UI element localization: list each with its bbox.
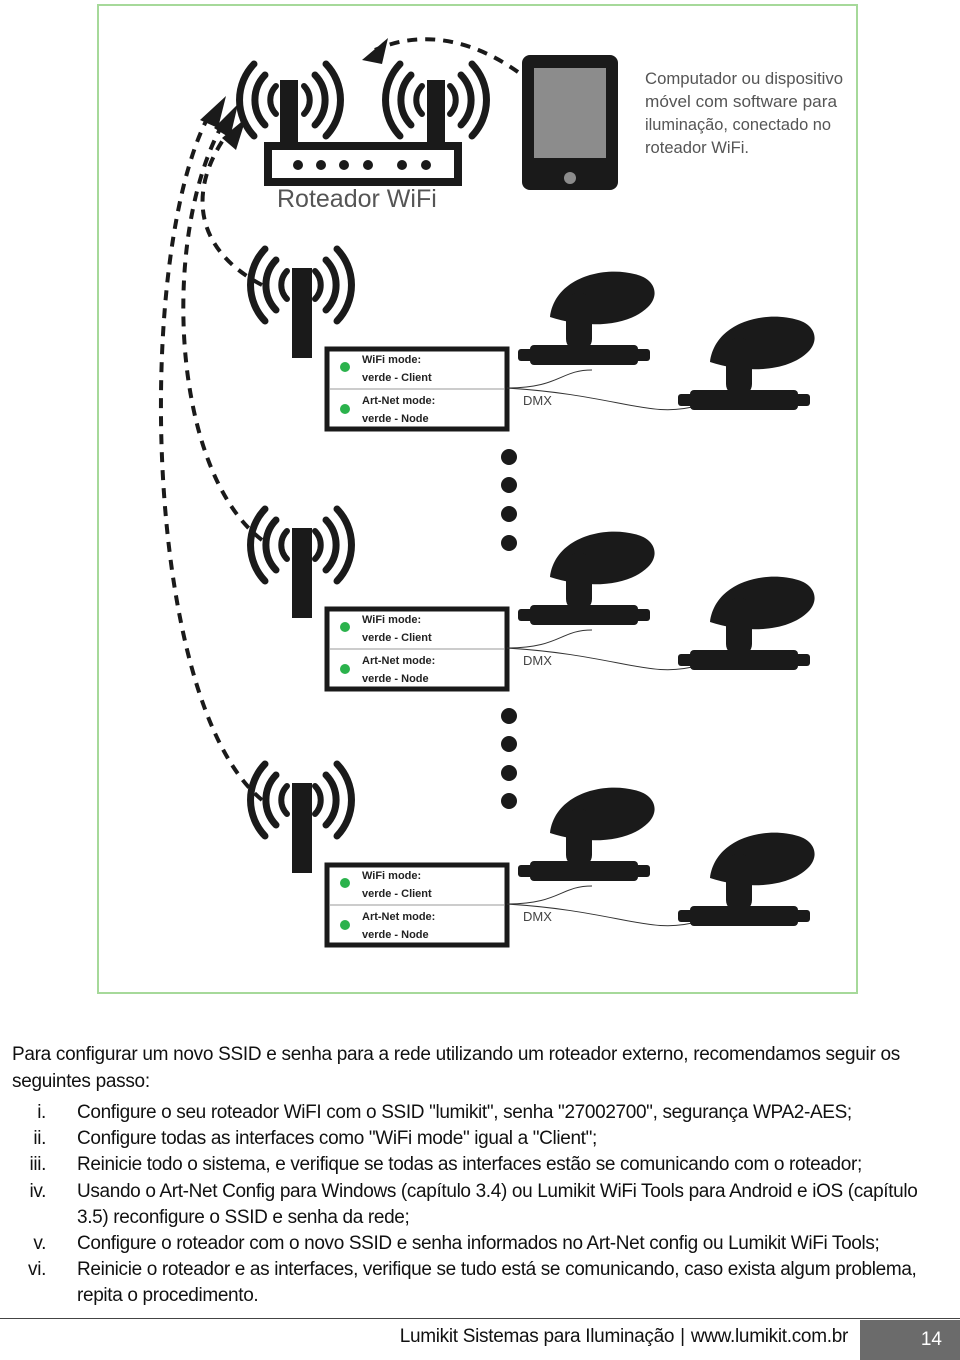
- wifi-mode-value: verde - Client: [362, 372, 432, 384]
- dmx-label: DMX: [523, 393, 552, 408]
- moving-head-icon: [678, 832, 815, 926]
- artnet-mode-label: Art-Net mode:: [362, 655, 435, 667]
- arrowhead-icon: [222, 118, 246, 150]
- arrowhead-icon: [200, 96, 226, 128]
- step-text: Configure o seu roteador WiFI com o SSID…: [77, 1102, 852, 1123]
- continuation-dots-icon: [501, 449, 517, 551]
- step-text: Configure o roteador com o novo SSID e s…: [77, 1233, 880, 1255]
- dashed-link-arrow: [158, 108, 264, 802]
- list-item: v. Configure o roteador com o novo SSID e…: [12, 1231, 947, 1257]
- router-label: Roteador WiFi: [277, 185, 437, 213]
- step-number: vi.: [28, 1259, 46, 1281]
- interface-group: WiFi mode: verde - Client Art-Net mode: …: [251, 764, 815, 948]
- artnet-mode-value: verde - Node: [362, 673, 429, 685]
- dashed-link-arrow: [200, 128, 263, 287]
- list-item: ii. Configure todas as interfaces como "W…: [12, 1126, 947, 1152]
- dashed-link-arrow: [181, 118, 264, 542]
- dmx-label: DMX: [523, 653, 552, 668]
- artnet-mode-label: Art-Net mode:: [362, 911, 435, 923]
- footer-divider: [0, 1318, 960, 1319]
- arrowhead-icon: [362, 38, 388, 64]
- step-number: iv.: [29, 1180, 46, 1202]
- list-item: iv. Usando o Art-Net Config para Windows …: [12, 1179, 947, 1231]
- intro-paragraph: Para configurar um novo SSID e senha par…: [12, 1044, 900, 1092]
- device-caption-line: móvel com software para: [645, 92, 838, 111]
- footer-separator: |: [680, 1326, 685, 1347]
- wifi-mode-value: verde - Client: [362, 888, 432, 900]
- tablet-icon: [522, 55, 618, 190]
- wifi-mode-label: WiFi mode:: [362, 354, 421, 366]
- device-caption-line: Computador ou dispositivo: [645, 69, 843, 88]
- diagram-frame: [97, 4, 858, 994]
- list-item: iii. Reinicie todo o sistema, e verifique…: [12, 1152, 947, 1178]
- page-number-box: 14: [860, 1320, 960, 1360]
- steps-list: i. Configure o seu roteador WiFI com o SS…: [12, 1100, 947, 1310]
- step-number: i.: [37, 1102, 46, 1123]
- step-text: Reinicie todo o sistema, e verifique se …: [77, 1154, 862, 1176]
- wifi-mode-label: WiFi mode:: [362, 870, 421, 882]
- device-caption: Computador ou dispositivo móvel com soft…: [645, 69, 843, 157]
- moving-head-icon: [518, 271, 655, 365]
- wifi-mode-label: WiFi mode:: [362, 614, 421, 626]
- device-caption-line: iluminação, conectado no: [645, 115, 831, 134]
- interface-group: WiFi mode: verde - Client Art-Net mode: …: [251, 509, 815, 692]
- footer-website: www.lumikit.com.br: [690, 1326, 848, 1347]
- list-item: i. Configure o seu roteador WiFI com o SS…: [12, 1100, 947, 1126]
- dmx-label: DMX: [523, 909, 552, 924]
- footer-text: Lumikit Sistemas para Iluminação|www.lum…: [399, 1326, 849, 1348]
- artnet-mode-value: verde - Node: [362, 929, 429, 941]
- wifi-mode-value: verde - Client: [362, 632, 432, 644]
- step-text: Configure todas as interfaces como "WiFi…: [77, 1128, 597, 1150]
- continuation-dots-icon: [501, 708, 517, 809]
- arrowhead-icon: [214, 104, 238, 138]
- interface-group: WiFi mode: verde - Client Art-Net mode: …: [251, 249, 815, 432]
- device-caption-line: roteador WiFi.: [645, 138, 749, 157]
- step-text: Reinicie o roteador e as interfaces, ver…: [77, 1259, 917, 1307]
- artnet-mode-label: Art-Net mode:: [362, 395, 435, 407]
- moving-head-icon: [518, 531, 655, 625]
- list-item: vi. Reinicie o roteador e as interfaces, …: [12, 1257, 947, 1309]
- step-number: v.: [33, 1233, 46, 1255]
- moving-head-icon: [678, 576, 815, 670]
- network-diagram: Roteador WiFi Computador ou dispositivo …: [158, 37, 843, 948]
- dashed-link-arrow: [374, 37, 520, 74]
- step-number: ii.: [33, 1128, 46, 1150]
- page-number: 14: [920, 1329, 942, 1350]
- moving-head-icon: [678, 316, 815, 410]
- router-icon: [240, 64, 487, 186]
- footer-brand: Lumikit Sistemas para Iluminação: [399, 1326, 675, 1347]
- artnet-mode-value: verde - Node: [362, 413, 429, 425]
- step-text: Usando o Art-Net Config para Windows (ca…: [77, 1180, 918, 1228]
- moving-head-icon: [518, 787, 655, 881]
- step-number: iii.: [29, 1154, 46, 1176]
